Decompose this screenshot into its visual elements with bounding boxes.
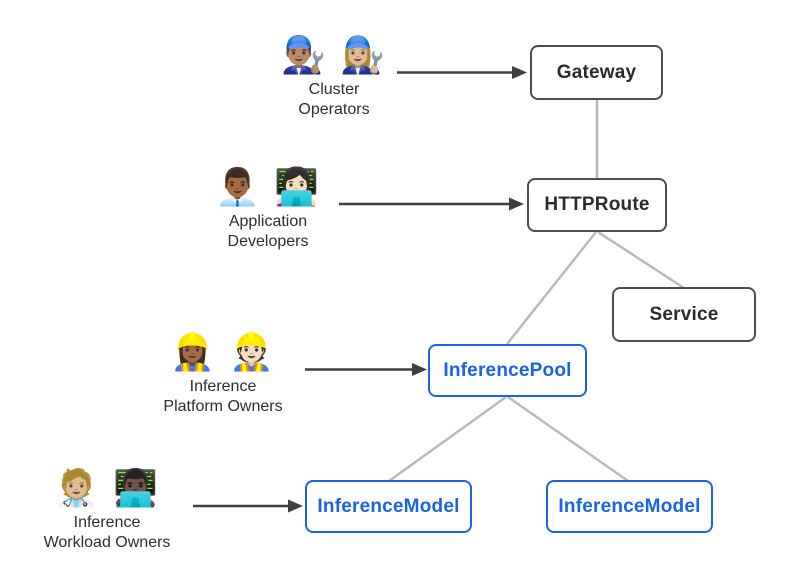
actor-inference-platform-owners: 👷🏾‍♀️ 👷🏻 Inference Platform Owners xyxy=(113,330,333,417)
actor-label: Application Developers xyxy=(227,213,309,250)
node-gateway: Gateway xyxy=(530,45,663,100)
actor-label: Cluster Operators xyxy=(298,81,370,118)
connector-inferencepool-model-left xyxy=(388,395,507,483)
mechanics-emoji: 👨🏽‍🔧 👩🏼‍🔧 xyxy=(281,34,387,75)
node-label: HTTPRoute xyxy=(544,194,650,215)
node-label: InferenceModel xyxy=(317,495,460,517)
actor-application-developers: 👨🏾‍💼 👩🏻‍💻 Application Developers xyxy=(158,165,378,252)
actor-cluster-operators: 👨🏽‍🔧 👩🏼‍🔧 Cluster Operators xyxy=(224,33,444,120)
actor-label: Inference Platform Owners xyxy=(163,378,283,415)
node-inferencepool: InferencePool xyxy=(428,344,587,397)
node-label: InferenceModel xyxy=(558,495,701,517)
node-inferencemodel-right: InferenceModel xyxy=(546,480,713,533)
office-worker-technologist-emoji: 👨🏾‍💼 👩🏻‍💻 xyxy=(215,166,321,207)
actor-inference-workload-owners: 🧑🏼‍⚕️ 👨🏿‍💻 Inference Workload Owners xyxy=(0,466,217,553)
node-label: Gateway xyxy=(556,61,637,83)
construction-workers-emoji: 👷🏾‍♀️ 👷🏻 xyxy=(170,331,276,372)
connector-httproute-inferencepool xyxy=(506,231,597,345)
actor-label: Inference Workload Owners xyxy=(43,514,171,551)
node-service: Service xyxy=(612,287,756,342)
node-httproute: HTTPRoute xyxy=(527,178,667,232)
node-label: Service xyxy=(649,303,719,325)
health-worker-technologist-emoji: 🧑🏼‍⚕️ 👨🏿‍💻 xyxy=(54,467,160,508)
connector-inferencepool-model-right xyxy=(507,395,629,483)
node-inferencemodel-left: InferenceModel xyxy=(305,480,472,533)
node-label: InferencePool xyxy=(443,359,572,381)
arrow-cluster-operators-gateway xyxy=(397,66,527,79)
arrow-workload-owners-inferencemodel xyxy=(193,499,303,513)
connector-httproute-service xyxy=(597,230,685,290)
arrow-app-developers-httproute xyxy=(339,197,524,211)
arrow-platform-owners-inferencepool xyxy=(305,363,427,376)
